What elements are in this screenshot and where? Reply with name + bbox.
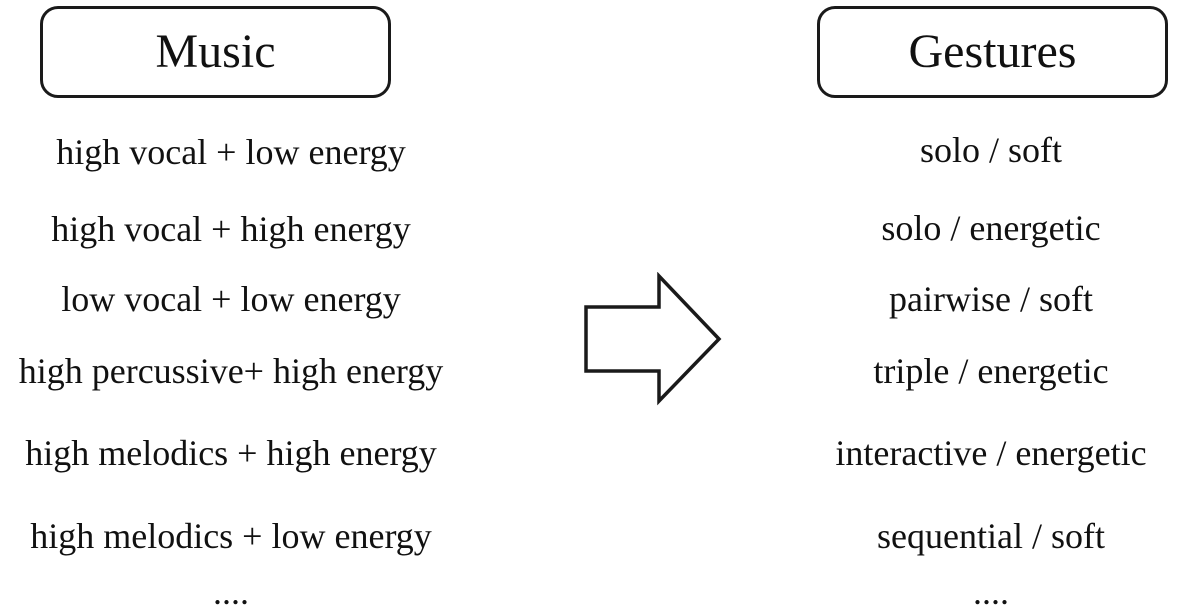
music-item: high vocal + low energy — [56, 132, 406, 172]
music-item: high melodics + high energy — [25, 433, 437, 473]
music-item: high percussive+ high energy — [18, 351, 444, 391]
music-item: low vocal + low energy — [61, 279, 401, 319]
gesture-item: triple / energetic — [873, 351, 1109, 391]
gestures-title: Gestures — [908, 25, 1077, 78]
gesture-item: sequential / soft — [877, 516, 1105, 556]
arrow-shape — [584, 272, 722, 406]
gesture-item: pairwise / soft — [889, 279, 1093, 319]
gestures-ellipsis: .... — [973, 572, 1009, 612]
gesture-item: solo / energetic — [881, 208, 1101, 248]
music-title: Music — [155, 25, 276, 78]
gesture-item: solo / soft — [919, 130, 1063, 170]
gestures-header-box: Gestures — [817, 6, 1168, 98]
music-item: high melodics + low energy — [30, 516, 432, 556]
right-arrow-icon — [584, 272, 722, 406]
music-item: high vocal + high energy — [51, 209, 411, 249]
music-ellipsis: .... — [213, 572, 249, 612]
music-header-box: Music — [40, 6, 391, 98]
gesture-item: interactive / energetic — [835, 433, 1147, 473]
